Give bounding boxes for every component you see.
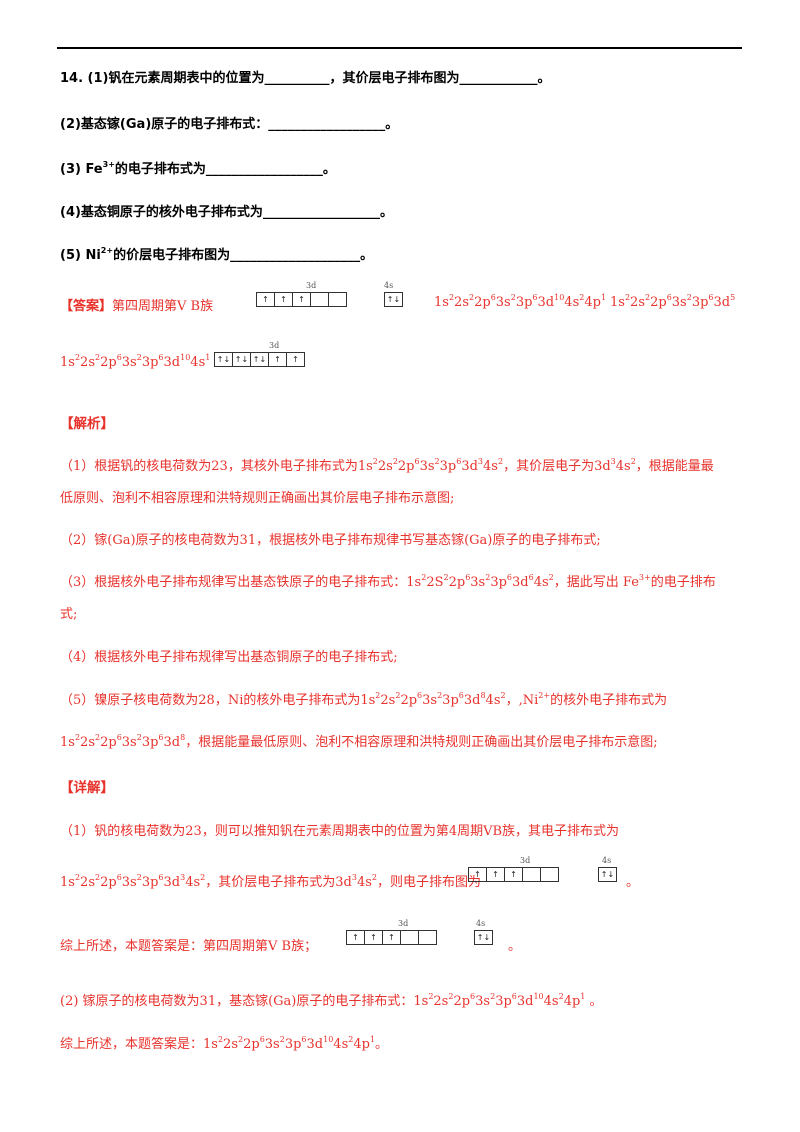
detail-d1b: 1s22s22p63s23p63d34s2，其价层电子排布式为3d34s2，则电… <box>60 873 481 891</box>
answer-3: 1s22s22p63s23p63d104s24p1 <box>434 293 607 311</box>
analysis-p4: （4）根据核外电子排布规律写出基态铜原子的电子排布式; <box>60 650 398 665</box>
detail-d1c: 综上所述，本题答案是：第四周期第Ⅴ B族； <box>60 939 318 954</box>
analysis-heading: 【解析】 <box>60 416 114 432</box>
answer-label: 【答案】 <box>60 299 113 314</box>
question-2: (2)基态镓(Ga)原子的电子排布式：__________________。 <box>60 117 399 132</box>
answer-5: 1s22s22p63s23p63d104s1 <box>60 353 211 371</box>
detail-d1c-end: 。 <box>508 939 522 954</box>
detail-d2a: (2) 镓原子的核电荷数为31，基态镓(Ga)原子的电子排布式：1s22s22p… <box>60 992 603 1010</box>
question-4: (4)基态铜原子的核外电子排布式为__________________。 <box>60 205 393 220</box>
analysis-p3b: 式; <box>60 607 78 622</box>
question-1: 14. (1)钒在元素周期表中的位置为__________，其价层电子排布图为_… <box>60 71 551 86</box>
question-3: (3) Fe3+的电子排布式为__________________。 <box>60 160 336 178</box>
detail-d2b: 综上所述，本题答案是：1s22s22p63s23p63d104s24p1。 <box>60 1035 389 1053</box>
detail-d1a: （1）钒的核电荷数为23，则可以推知钒在元素周期表中的位置为第4周期VB族，其电… <box>60 824 620 839</box>
analysis-p3a: （3）根据核外电子排布规律写出基态铁原子的电子排布式：1s22S22p63s23… <box>60 573 716 591</box>
answer-line-1: 【答案】第四周期第Ⅴ B族 <box>60 295 213 314</box>
answer-1: 第四周期第Ⅴ B族 <box>112 299 214 314</box>
analysis-p5b: 1s22s22p63s23p63d8，根据能量最低原则、泡利不相容原理和洪特规则… <box>60 733 658 751</box>
detail-heading: 【详解】 <box>60 780 114 796</box>
analysis-p1a: （1）根据钒的核电荷数为23，其核外电子排布式为1s22s22p63s23p63… <box>60 457 714 475</box>
analysis-p1b: 低原则、泡利不相容原理和洪特规则正确画出其价层电子排布示意图; <box>60 491 455 506</box>
answer-4: 1s22s22p63s23p63d5 <box>610 293 736 311</box>
analysis-p2: （2）镓(Ga)原子的核电荷数为31，根据核外电子排布规律书写基态镓(Ga)原子… <box>60 533 601 548</box>
header-rule <box>57 47 742 49</box>
question-5: (5) Ni2+的价层电子排布图为____________________。 <box>60 246 374 264</box>
analysis-p5a: （5）镍原子核电荷数为28，Ni的核外电子排布式为1s22s22p63s23p6… <box>60 691 668 709</box>
detail-d1b-end: 。 <box>626 875 640 890</box>
